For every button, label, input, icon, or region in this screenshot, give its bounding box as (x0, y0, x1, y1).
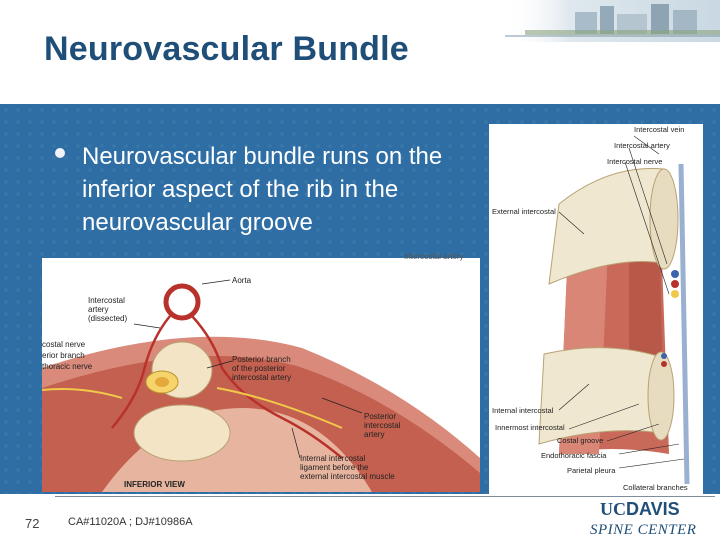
logo-davis: DAVIS (626, 499, 680, 519)
label-collateral-branches: Collateral branches (623, 483, 688, 492)
label-external-intercostal: External intercostal (492, 207, 556, 216)
label-costal-nerve: costal nerve (42, 340, 86, 349)
label-internal-intercostal: Internal intercostal (492, 406, 554, 415)
label-intercostal-artery: Intercostal artery (614, 141, 670, 150)
label-thoracic-nerve: thoracic nerve (42, 362, 93, 371)
inferior-view-illustration (41, 279, 480, 492)
header-banner-image (505, 0, 720, 42)
spine-center-logo: SPINE CENTER (590, 522, 697, 538)
footnote-reference: CA#11020A ; DJ#10986A (68, 516, 193, 528)
label-endothoracic-fascia: Endothoracic fascia (541, 451, 607, 460)
label-posterior-intercostal-artery: Posterior intercostal artery (364, 412, 401, 439)
label-inferior-view: INFERIOR VIEW (124, 480, 185, 489)
uc-davis-logo: UCDAVIS (600, 499, 680, 520)
label-parietal-pleura: Parietal pleura (567, 466, 616, 475)
intercostal-space-illustration (538, 135, 690, 485)
label-costal-groove: Costal groove (557, 436, 604, 445)
intercostal-space-figure: Intercostal vein Intercostal artery Inte… (489, 124, 703, 494)
bullet-text: Neurovascular bundle runs on the inferio… (82, 143, 443, 236)
slide-header: Neurovascular Bundle (0, 0, 720, 104)
label-aorta: Aorta (232, 276, 252, 285)
slide-title: Neurovascular Bundle (44, 30, 409, 68)
label-top-intercostal-artery: Intercostal artery (404, 252, 464, 261)
label-erior-branch: erior branch (42, 351, 85, 360)
bullet-marker (55, 148, 65, 158)
footer-divider (55, 496, 715, 497)
label-internal-intercostal-ligament: Internal intercostal ligament before the… (300, 454, 395, 481)
inferior-view-figure: Intercostal artery Aorta Intercostal art… (41, 252, 480, 492)
page-number: 72 (25, 516, 40, 531)
slide-footer (0, 494, 720, 540)
label-intercostal-nerve: Intercostal nerve (607, 157, 663, 166)
logo-uc: UC (600, 499, 626, 519)
label-intercostal-artery-dissected: Intercostal artery (dissected) (88, 296, 128, 323)
label-posterior-branch: Posterior branch of the posterior interc… (232, 355, 292, 382)
label-innermost-intercostal: Innermost intercostal (495, 423, 565, 432)
label-intercostal-vein: Intercostal vein (634, 125, 685, 134)
